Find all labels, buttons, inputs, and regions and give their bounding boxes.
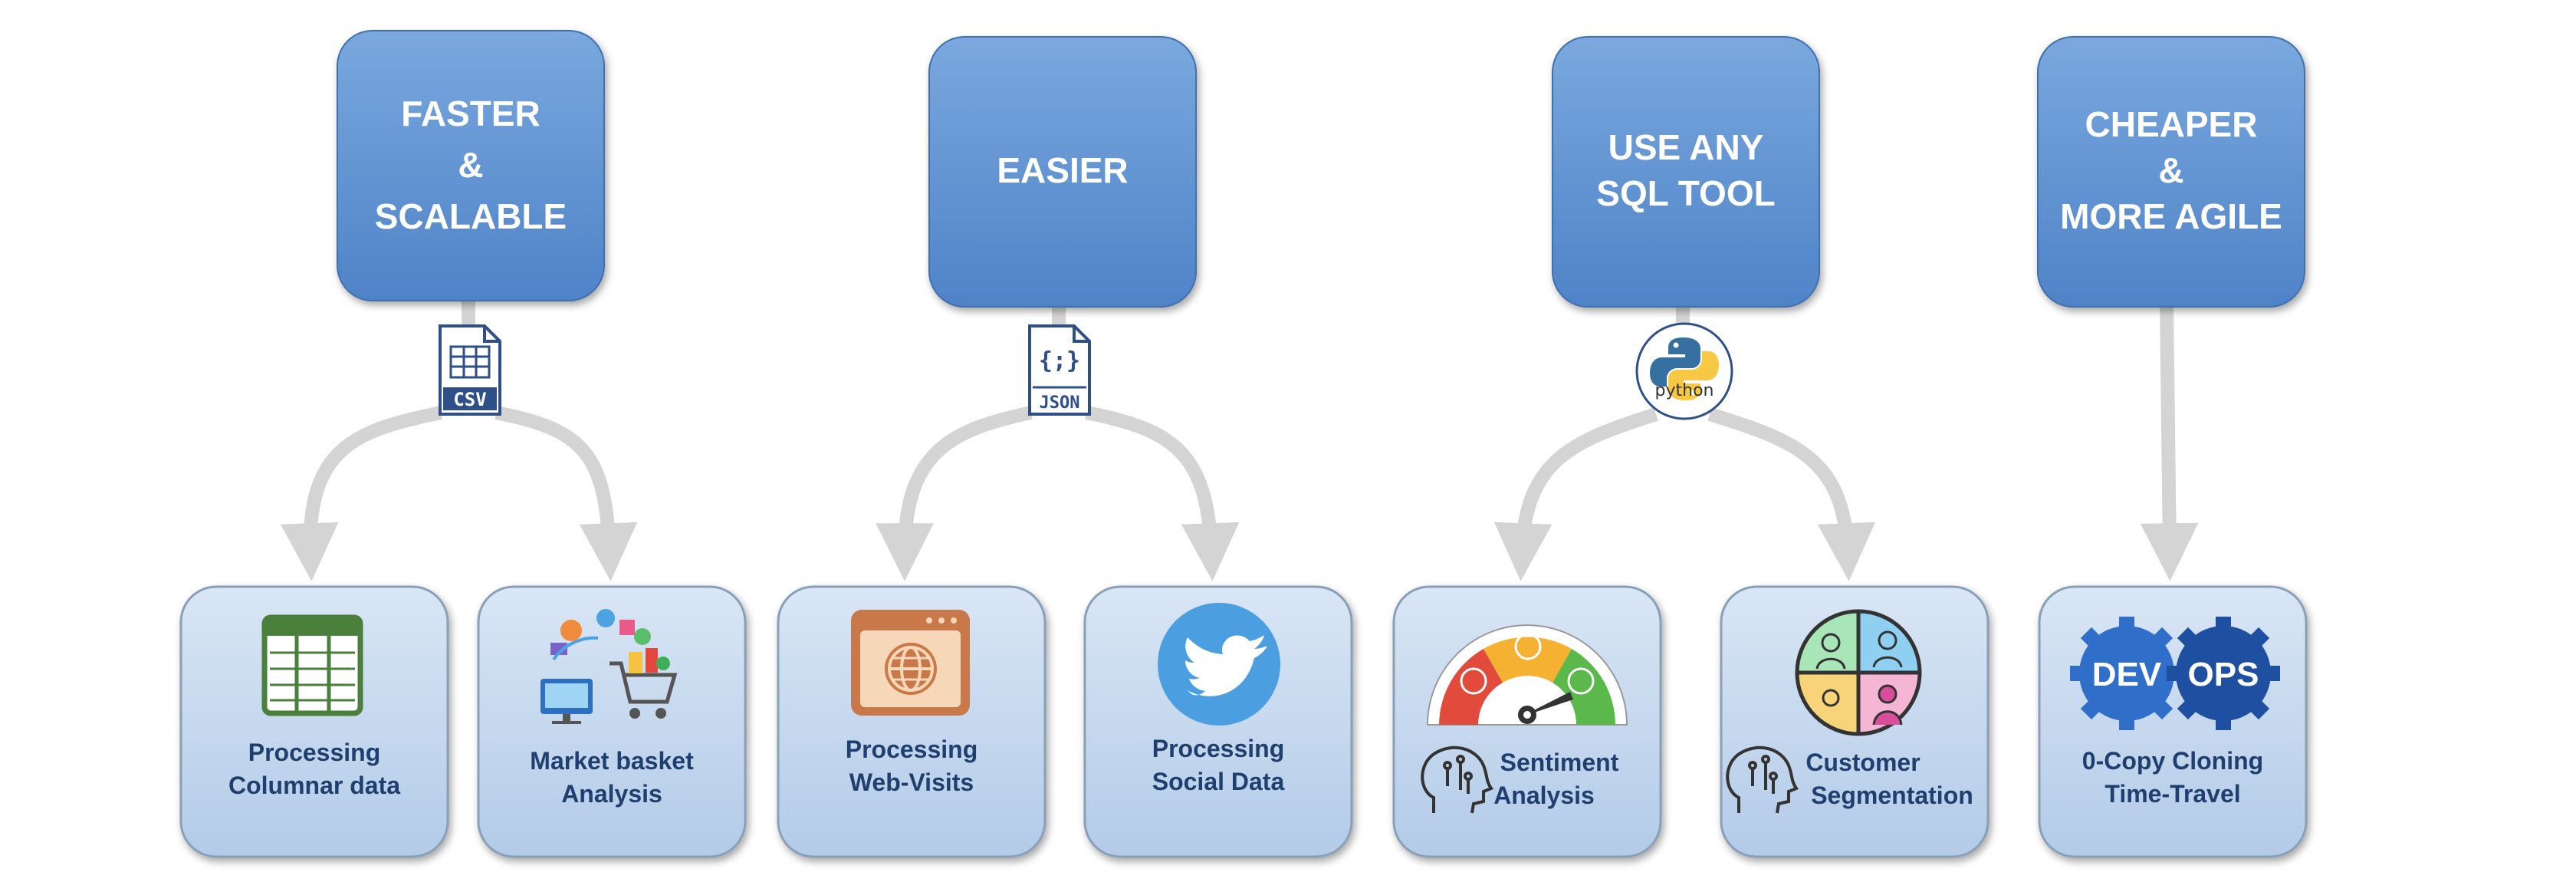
leaf-label-line: 0-Copy Cloning [2082, 747, 2263, 775]
leaf-label-line: Processing [248, 739, 381, 766]
json-badge-label: JSON [1040, 393, 1080, 413]
json-file-icon: {;} JSON [1028, 324, 1091, 416]
shopping-cart-icon [540, 609, 678, 724]
brain-head-icon [1421, 745, 1494, 814]
connector-arrow [280, 406, 442, 581]
leaf-label-line: Analysis [1493, 782, 1595, 809]
connector-arrow [1493, 407, 1658, 581]
leaf-box-sentiment-analysis: Sentiment Analysis [1392, 585, 1662, 858]
connector-arrow [495, 406, 638, 581]
leaf-label-line: Time-Travel [2104, 780, 2240, 808]
brain-head-icon [1726, 745, 1799, 814]
category-title-line: & [458, 145, 483, 185]
json-badge-symbol: {;} [1039, 347, 1080, 374]
leaf-box-customer-segmentation: Customer Segmentation [1720, 585, 1990, 858]
category-box-easier: EASIER [928, 36, 1197, 308]
connector-arrows [280, 299, 2199, 581]
leaf-label-line: Processing [1152, 735, 1285, 762]
category-title-line: SQL TOOL [1596, 173, 1775, 213]
category-title-line: USE ANY [1608, 127, 1764, 167]
leaf-box-processing-columnar-data: Processing Columnar data [179, 585, 449, 858]
dev-gear-icon: DEV [2070, 617, 2183, 730]
python-logo-icon: python [1635, 322, 1733, 420]
connector-arrow [876, 406, 1033, 581]
leaf-box-zero-copy-cloning: DEV OPS 0-Copy Cloning Time-Travel [2038, 585, 2308, 858]
dev-gear-label: DEV [2092, 656, 2162, 693]
leaf-label-line: Segmentation [1811, 782, 1973, 809]
csv-file-icon: CSV [439, 324, 501, 416]
connector-arrow [2140, 302, 2199, 581]
spreadsheet-icon [261, 614, 363, 716]
leaf-label-line: Columnar data [228, 772, 400, 799]
python-logo-label: python [1655, 381, 1714, 400]
category-title-line: CHEAPER [2085, 104, 2258, 144]
leaf-label-line: Web-Visits [849, 768, 974, 796]
sentiment-gauge-icon [1426, 624, 1628, 726]
ops-gear-label: OPS [2188, 656, 2259, 693]
customer-segments-icon [1795, 609, 1922, 736]
leaf-label-line: Processing [846, 736, 978, 763]
category-title-line: FASTER [401, 94, 540, 133]
leaf-label-line: Sentiment [1500, 749, 1619, 776]
category-box-use-any-sql-tool: USE ANY SQL TOOL [1552, 36, 1820, 308]
ops-gear-icon: OPS [2167, 617, 2280, 730]
leaf-box-market-basket-analysis: Market basket Analysis [477, 585, 747, 858]
category-title-line: MORE AGILE [2060, 196, 2282, 236]
connector-arrow [1707, 407, 1876, 581]
category-title-line: EASIER [997, 150, 1128, 190]
leaf-label-line: Customer [1806, 749, 1920, 776]
csv-badge-label: CSV [453, 389, 486, 410]
browser-globe-icon [851, 610, 970, 716]
category-title-line: SCALABLE [375, 196, 567, 236]
leaf-box-processing-social-data: Processing Social Data [1083, 585, 1353, 858]
leaf-label-line: Market basket [530, 747, 694, 775]
category-box-cheaper-more-agile: CHEAPER & MORE AGILE [2037, 36, 2305, 308]
devops-gears-icon: DEV OPS [2070, 617, 2280, 730]
category-title-line: & [2158, 150, 2183, 190]
twitter-bird-icon [1158, 603, 1280, 726]
connector-arrow [1085, 406, 1240, 581]
leaf-label-line: Analysis [561, 780, 662, 808]
category-box-faster-scalable: FASTER & SCALABLE [337, 30, 605, 301]
leaf-label-line: Social Data [1152, 768, 1285, 795]
leaf-box-processing-web-visits: Processing Web-Visits [777, 585, 1046, 858]
